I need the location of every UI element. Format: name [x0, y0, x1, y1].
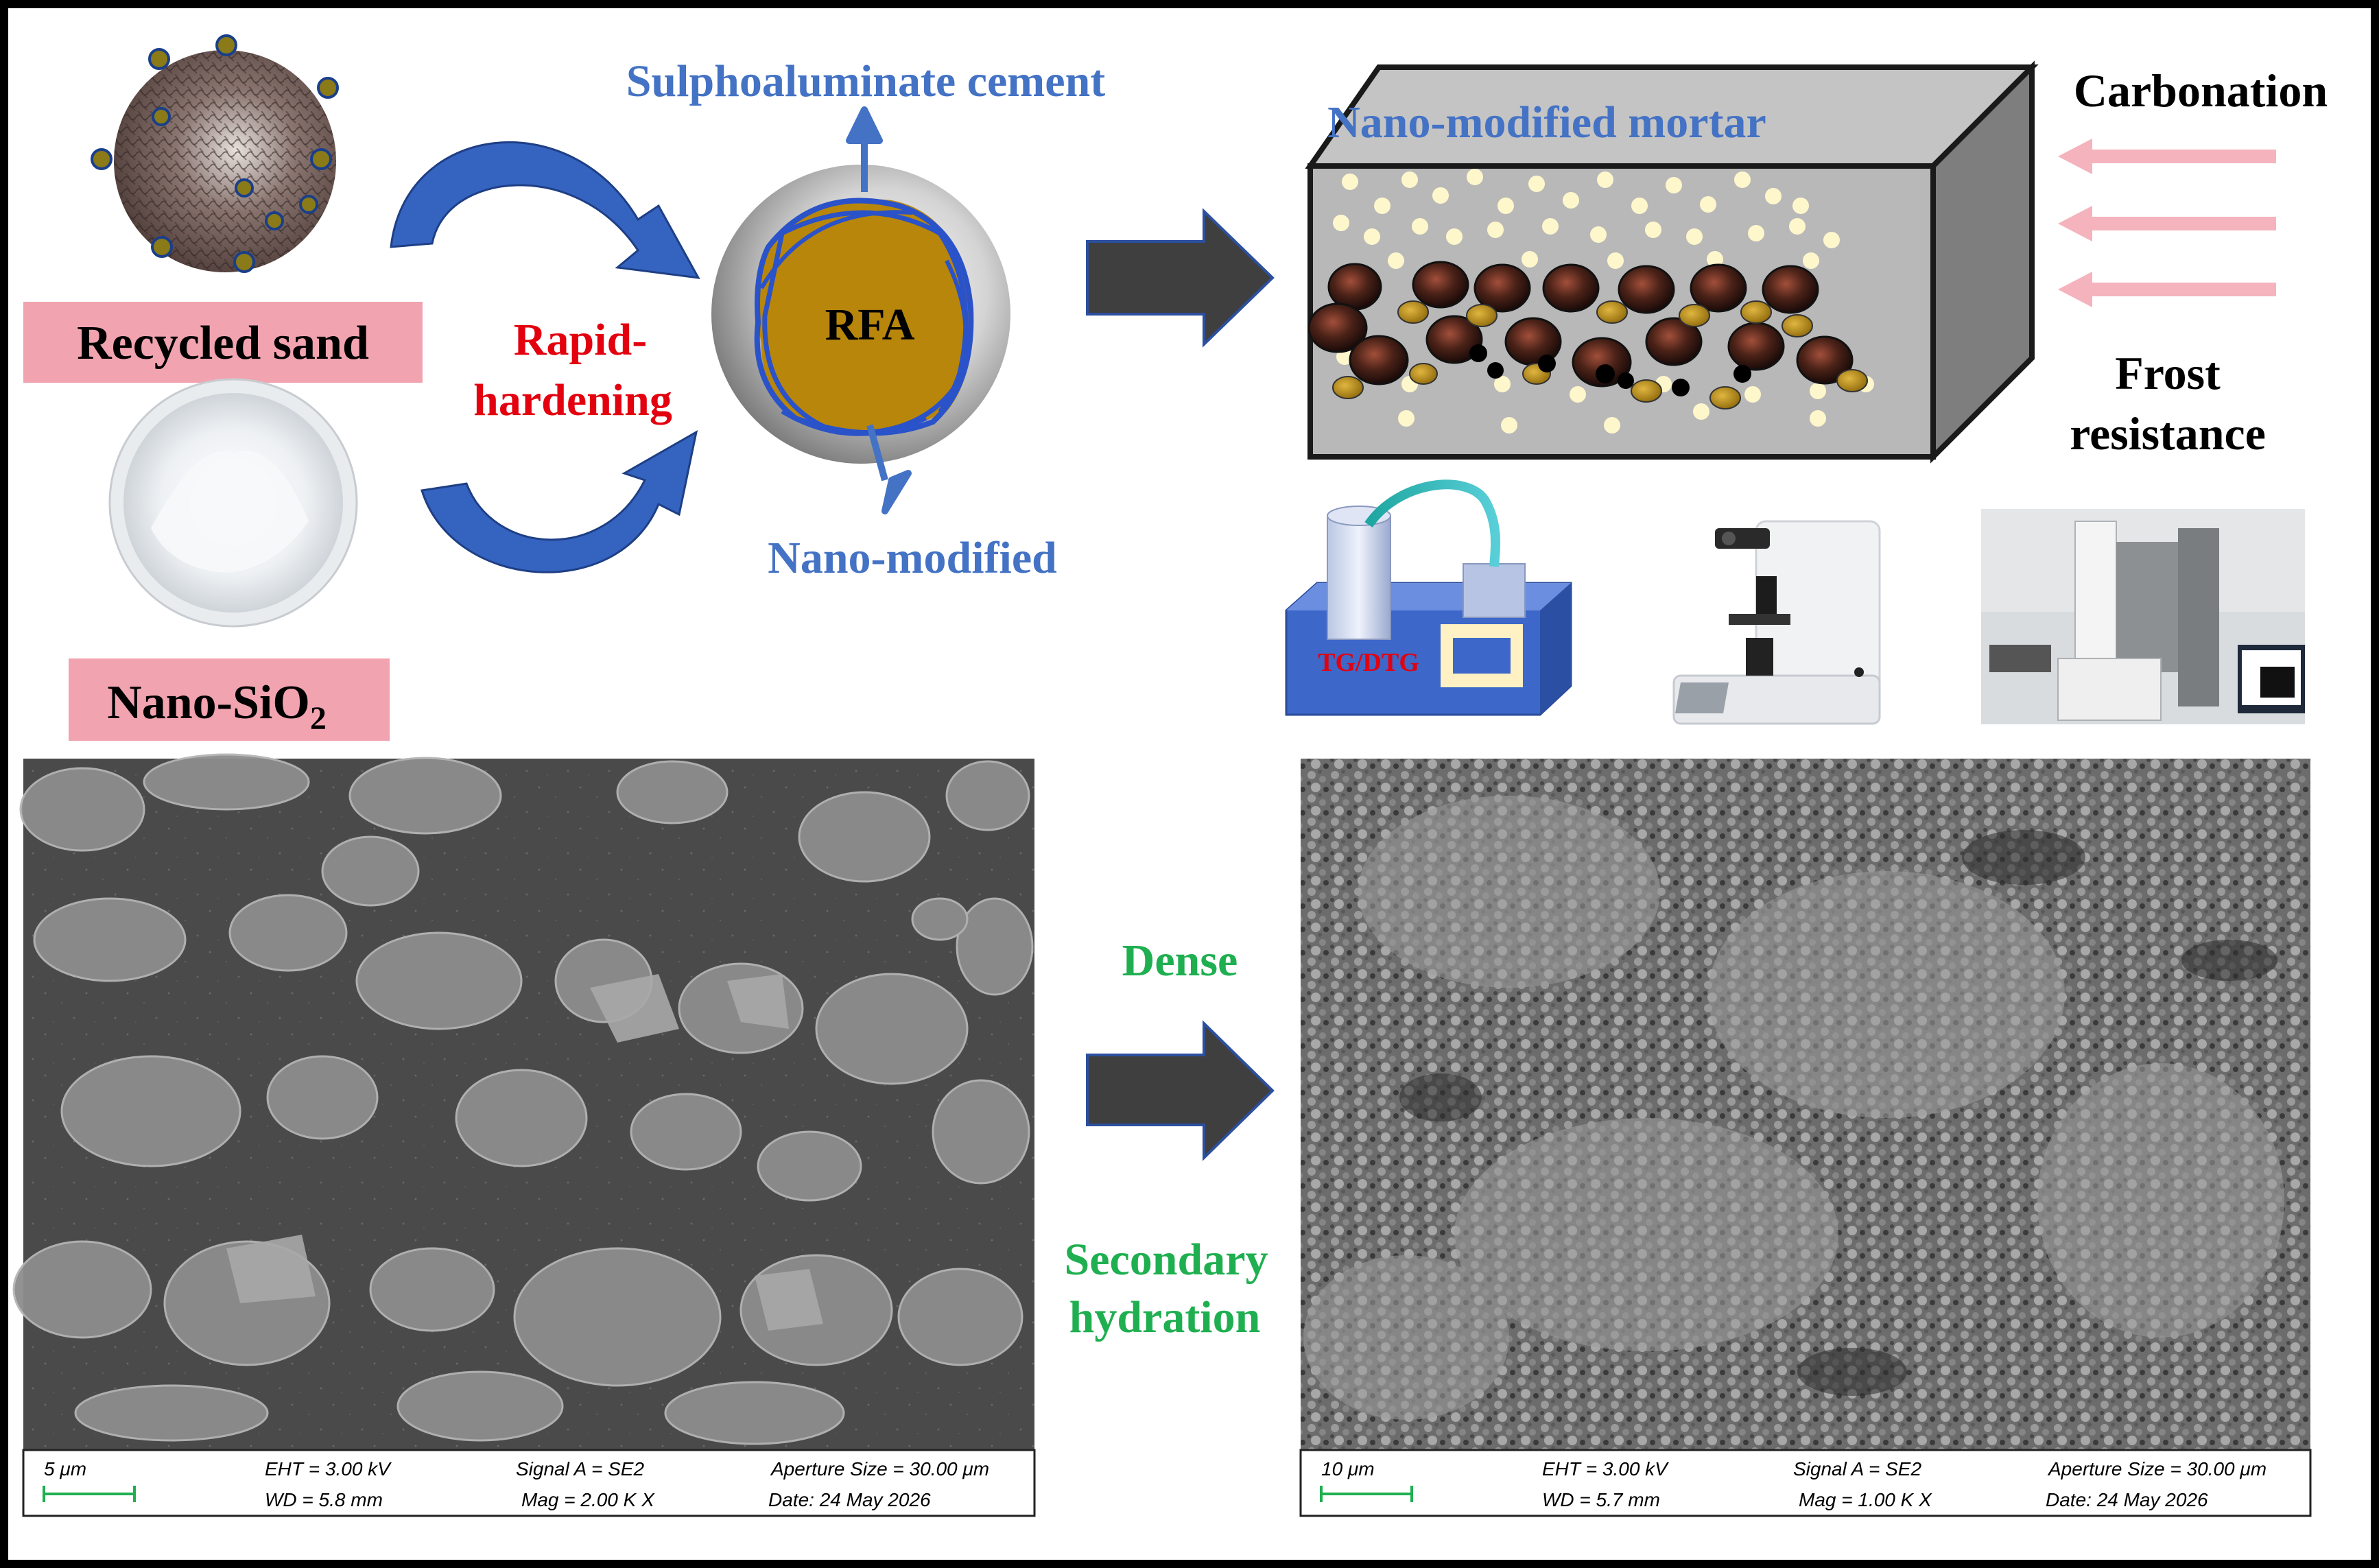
rfa-particle [711, 165, 1010, 464]
scale-label-right: 10 μm [1321, 1458, 1375, 1480]
wd-right: WD = 5.7 mm [1542, 1489, 1660, 1510]
nano-sio2-box [69, 658, 390, 741]
microhardness-tester [1660, 511, 1881, 725]
nano-sio2-label-main: Nano-SiO [107, 676, 310, 729]
sem-micrograph-left [12, 753, 1034, 1450]
arrow-to-cement [846, 106, 883, 192]
sem-info-bar-left: 5 μm EHT = 3.00 kV WD = 5.8 mm Signal A … [22, 1449, 1036, 1517]
nano-sio2-label: Nano-SiO2 [107, 676, 327, 737]
arrow-to-mortar [1086, 208, 1275, 348]
exposure-arrows [2058, 139, 2276, 307]
eht-left: EHT = 3.00 kV [265, 1458, 392, 1480]
mortar-label: Nano-modified mortar [1327, 97, 1766, 147]
date-right: Date: 24 May 2026 [2046, 1489, 2208, 1510]
secondary-label-line1: Secondary [1065, 1235, 1268, 1285]
dense-label: Dense [1122, 936, 1238, 986]
wd-left: WD = 5.8 mm [265, 1489, 383, 1510]
curved-arrow-bottom [421, 430, 698, 573]
nano-sio2-dish [108, 378, 358, 628]
eht-right: EHT = 3.00 kV [1542, 1458, 1669, 1480]
date-left: Date: 24 May 2026 [768, 1489, 931, 1510]
recycled-sand-box [23, 302, 423, 383]
sem-instrument [1981, 509, 2305, 724]
arrow-dense [1086, 1020, 1275, 1161]
rapid-hardening-line2: hardening [473, 375, 672, 425]
recycled-sand-particle [91, 34, 339, 273]
sulphoaluminate-cement-label: Sulphoaluminate cement [626, 56, 1106, 106]
nano-sio2-label-subscript: 2 [310, 700, 327, 737]
signal-right: Signal A = SE2 [1793, 1458, 1921, 1480]
frost-label-line2: resistance [2070, 407, 2266, 460]
frost-label-line1: Frost [2115, 347, 2221, 399]
scale-label-left: 5 μm [44, 1458, 86, 1480]
secondary-label-line2: hydration [1069, 1292, 1261, 1342]
tg-dtg-label: TG/DTG [1318, 648, 1419, 677]
mortar-block [1305, 60, 2039, 464]
arrow-to-nano-stem [866, 424, 888, 482]
sem-micrograph-right [1301, 759, 2310, 1450]
carbonation-label: Carbonation [2074, 64, 2328, 117]
aperture-right: Aperture Size = 30.00 μm [2047, 1458, 2266, 1480]
aperture-left: Aperture Size = 30.00 μm [770, 1458, 989, 1480]
arrow-to-nano-head [881, 470, 912, 514]
mag-left: Mag = 2.00 K X [521, 1489, 655, 1510]
mag-right: Mag = 1.00 K X [1799, 1489, 1932, 1510]
rfa-label: RFA [825, 300, 915, 350]
nano-modified-label: Nano-modified [768, 533, 1057, 583]
curved-arrow-top [390, 141, 700, 279]
signal-left: Signal A = SE2 [516, 1458, 644, 1480]
tg-dtg-instrument [1285, 479, 1572, 716]
sem-info-bar-right: 10 μm EHT = 3.00 kV WD = 5.7 mm Signal A… [1299, 1449, 2312, 1517]
recycled-sand-label: Recycled sand [77, 317, 369, 370]
rapid-hardening-line1: Rapid- [514, 315, 647, 365]
